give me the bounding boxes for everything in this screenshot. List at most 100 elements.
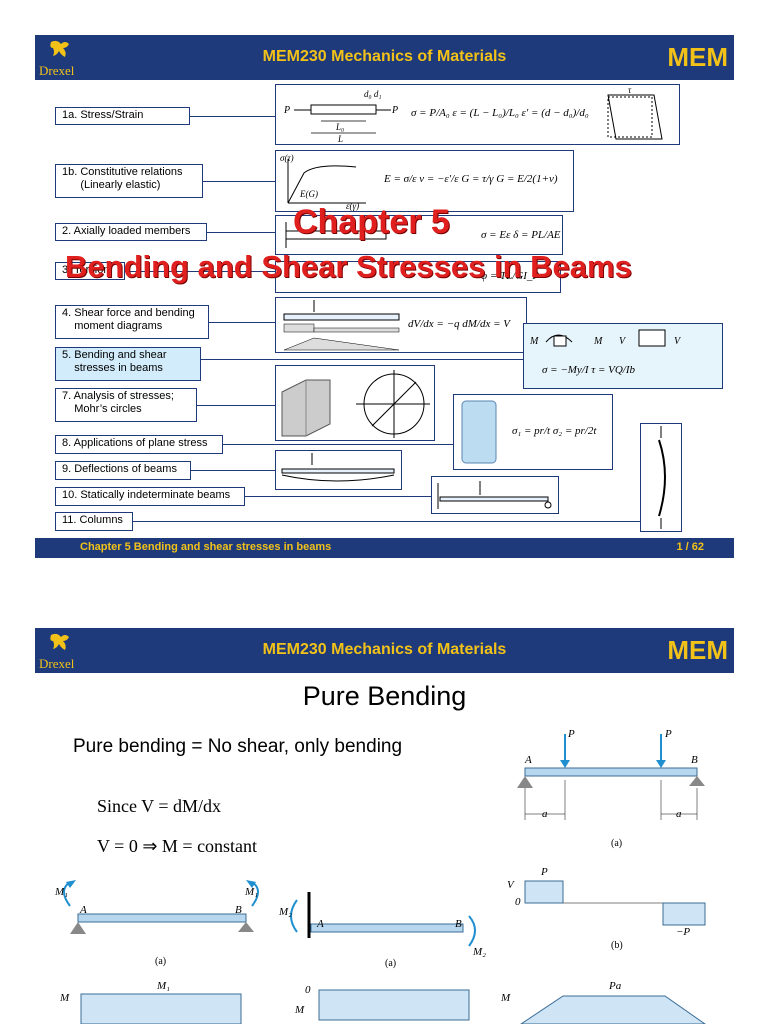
connector <box>207 232 275 233</box>
torsion-equation: φ = TL/GI_P <box>481 270 540 282</box>
moment-diagram-cantilever <box>318 989 470 1021</box>
drexel-dragon-logo: Drexel <box>39 40 75 78</box>
svg-text:L₀: L₀ <box>335 122 344 132</box>
sfbm-equations: dV/dx = −q dM/dx = V <box>408 318 510 330</box>
label-B-cantilever: B <box>455 918 462 930</box>
v-zero-equation: V = 0 ⇒ M = constant <box>97 836 258 856</box>
caption-a: (a) <box>611 838 623 849</box>
label-A-moment: A <box>80 904 87 916</box>
svg-text:M: M <box>529 336 539 347</box>
box-torsion: φ = TL/GI_P <box>275 261 561 293</box>
topic-label: 5. Bending and shear stresses in beams <box>62 349 167 374</box>
svg-text:σ(τ): σ(τ) <box>280 153 294 163</box>
connector <box>203 181 275 182</box>
topic-torsion[interactable]: 3. Torsion <box>55 262 125 280</box>
topic-label: 2. Axially loaded members <box>62 225 191 237</box>
drexel-dragon-logo: Drexel <box>39 633 75 671</box>
box-deflections <box>275 450 402 490</box>
topic-indeterminate[interactable]: 10. Statically indeterminate beams <box>55 487 245 506</box>
topic-label: 1a. Stress/Strain <box>62 109 144 121</box>
label-M2-right: M₂ <box>473 946 486 958</box>
topic-label: 7. Analysis of stresses; Mohr’s circles <box>62 390 174 415</box>
svg-text:V: V <box>674 336 682 347</box>
connector <box>125 271 275 272</box>
label-M1-right: M₁ <box>245 886 258 898</box>
topic-stress-analysis[interactable]: 7. Analysis of stresses; Mohr’s circles <box>55 388 197 422</box>
topic-plane-stress[interactable]: 8. Applications of plane stress <box>55 435 223 454</box>
topic-label: 3. Torsion <box>62 264 110 276</box>
pressure-vessel-can-icon <box>461 400 497 464</box>
topic-constitutive[interactable]: 1b. Constitutive relations (Linearly ela… <box>55 164 203 198</box>
column-buckling-diagram <box>658 426 666 529</box>
connector <box>223 444 453 445</box>
label-V: V <box>507 879 514 891</box>
header-badge: MEM <box>667 635 728 665</box>
label-a-left: a <box>542 808 548 820</box>
label-M1-left: M₁ <box>55 886 68 898</box>
connector <box>201 359 523 360</box>
bending-equations: σ = −My/I τ = VQ/Ib <box>542 364 636 376</box>
pure-bending-statement: Pure bending = No shear, only bending <box>73 736 403 757</box>
caption-a-2: (a) <box>155 956 167 967</box>
chapter-title-heading: Bending and Shear Stresses in Beams <box>65 249 632 284</box>
footer-text: Chapter 5 Bending and shear stresses in … <box>80 541 332 553</box>
topic-stress-strain[interactable]: 1a. Stress/Strain <box>55 107 190 125</box>
beam-deflection-diagram <box>281 453 395 482</box>
axial-equations: σ = Eε δ = PL/AE <box>481 229 561 241</box>
box-constitutive: σ(τ) E(G) ε(γ) E = σ/ε ν = −ε′/ε G = τ/γ… <box>275 150 574 212</box>
header-title: MEM230 Mechanics of Materials <box>262 641 507 658</box>
box-indeterminate <box>431 476 559 514</box>
svg-text:ε(γ): ε(γ) <box>346 201 359 211</box>
connector <box>245 496 431 497</box>
label-minus-P: −P <box>676 926 691 938</box>
plane-stress-equations: σ₁ = pr/t σ₂ = pr/2t <box>512 425 597 437</box>
svg-text:P: P <box>391 105 398 116</box>
topic-label: 11. Columns <box>62 514 123 526</box>
svg-text:P: P <box>283 105 290 116</box>
header-badge: MEM <box>667 42 728 72</box>
tensile-specimen-diagram: P P L₀ L d₀ d₁ τ <box>283 85 663 144</box>
header-title: MEM230 Mechanics of Materials <box>262 48 507 65</box>
label-B: B <box>691 754 698 766</box>
topic-bending-shear[interactable]: 5. Bending and shear stresses in beams <box>55 347 201 381</box>
svg-text:V: V <box>619 336 627 347</box>
constitutive-equations: E = σ/ε ν = −ε′/ε G = τ/γ G = E/2(1+ν) <box>384 173 558 185</box>
topic-axial[interactable]: 2. Axially loaded members <box>55 223 207 241</box>
box-stress-analysis <box>275 365 435 441</box>
slide-footer: Chapter 5 Bending and shear stresses in … <box>35 538 734 558</box>
topic-columns[interactable]: 11. Columns <box>55 512 133 531</box>
label-M2-left: M₂ <box>279 906 292 918</box>
slide-header: Drexel MEM230 Mechanics of Materials MEM <box>35 628 734 673</box>
topic-deflections[interactable]: 9. Deflections of beams <box>55 461 191 480</box>
connector <box>209 322 275 323</box>
shear-force-diagram <box>524 880 706 926</box>
box-columns <box>640 423 682 532</box>
connector <box>191 470 275 471</box>
caption-b: (b) <box>611 940 623 951</box>
topic-label: 1b. Constitutive relations (Linearly ela… <box>62 166 183 191</box>
axial-bar-diagram <box>285 222 387 248</box>
page-title: Pure Bending <box>302 681 467 711</box>
topic-sfbm[interactable]: 4. Shear force and bending moment diagra… <box>55 305 209 339</box>
page-number: 1 / 62 <box>676 541 704 553</box>
svg-text:Drexel: Drexel <box>39 656 75 671</box>
beam-two-point-loads-diagram <box>517 734 705 820</box>
topic-label: 4. Shear force and bending moment diagra… <box>62 307 195 332</box>
label-A: A <box>525 754 532 766</box>
slide-header: Drexel MEM230 Mechanics of Materials MEM <box>35 35 734 80</box>
svg-text:E(G): E(G) <box>299 189 318 199</box>
connector <box>197 405 275 406</box>
topic-label: 10. Statically indeterminate beams <box>62 489 231 501</box>
connector <box>190 116 275 117</box>
box-stress-strain: P P L₀ L d₀ d₁ τ σ = P/A₀ ε = (L − L₀)/L… <box>275 84 680 145</box>
label-P-left: P <box>568 728 575 740</box>
connector <box>133 521 641 522</box>
moment-diagram-two-loads <box>520 995 706 1024</box>
moment-shear-sign-diagram: M M V V <box>529 329 682 347</box>
box-plane-stress: σ₁ = pr/t σ₂ = pr/2t <box>453 394 613 470</box>
topic-label: 9. Deflections of beams <box>62 463 177 475</box>
label-B-moment: B <box>235 904 242 916</box>
label-M-bottom-2: M <box>295 1004 305 1016</box>
since-equation: Since V = dM/dx <box>97 796 221 816</box>
beam-end-moments-diagram <box>63 880 259 934</box>
